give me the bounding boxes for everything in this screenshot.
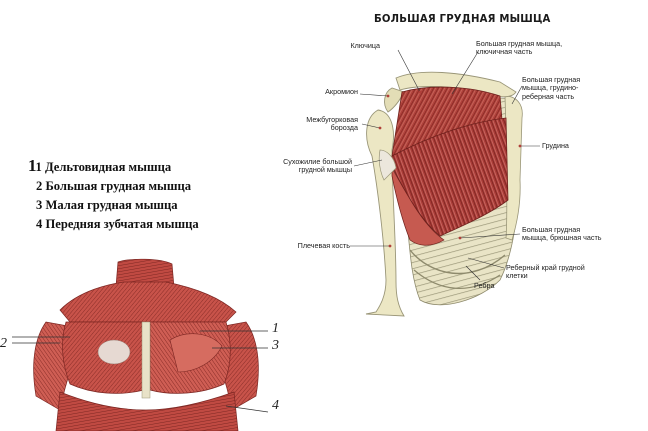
- pectoralis-tendon: [378, 149, 397, 181]
- legend-lead-number: 1: [28, 156, 37, 175]
- label-sternocostal-part: Большая грудная мышца, грудино- реберная…: [522, 75, 581, 101]
- legend-item-4: 4 Передняя зубчатая мышца: [36, 217, 199, 231]
- pectoral-aponeurosis: [97, 339, 131, 365]
- label-intertubercular-groove: Межбугорковая борозда: [306, 115, 358, 133]
- legend-item-2: 2 Большая грудная мышца: [36, 179, 192, 193]
- costal-margin: [409, 249, 506, 275]
- figure-number-3: 3: [272, 338, 279, 353]
- figure-number-2: 2: [0, 336, 7, 351]
- label-clavicular-part: Большая грудная мышца, ключичная часть: [476, 39, 563, 57]
- label-acromion: Акромион: [325, 87, 358, 96]
- label-clavicle: Ключица: [350, 41, 381, 50]
- label-costal-margin: Реберный край грудной клетки: [506, 263, 585, 281]
- label-ribs: Ребра: [474, 281, 495, 290]
- muscle-legend: 11 Дельтовидная мышца 2 Большая грудная …: [28, 156, 199, 234]
- figure-leader-lines: [12, 330, 269, 413]
- legend-item-1: 11 Дельтовидная мышца: [28, 156, 172, 175]
- diagram-title: БОЛЬШАЯ ГРУДНАЯ МЫШЦА: [374, 12, 551, 25]
- label-humerus: Плечевая кость: [297, 241, 350, 250]
- legend-item-3: 3 Малая грудная мышца: [36, 198, 178, 212]
- clavicle: [395, 71, 517, 98]
- label-sternum: Грудина: [542, 141, 569, 150]
- label-tendon: Сухожилие большой грудной мышцы: [283, 157, 352, 175]
- serratus-anterior: [55, 391, 239, 431]
- torso-sternum: [141, 321, 151, 399]
- trapezius: [59, 281, 237, 323]
- figure-number-4: 4: [272, 398, 279, 413]
- figure-number-1: 1: [272, 321, 279, 336]
- label-abdominal-part: Большая грудная мышца, брюшная часть: [522, 225, 602, 243]
- pectoralis-abdominal-part: [391, 166, 445, 246]
- leader-lines: [350, 49, 540, 281]
